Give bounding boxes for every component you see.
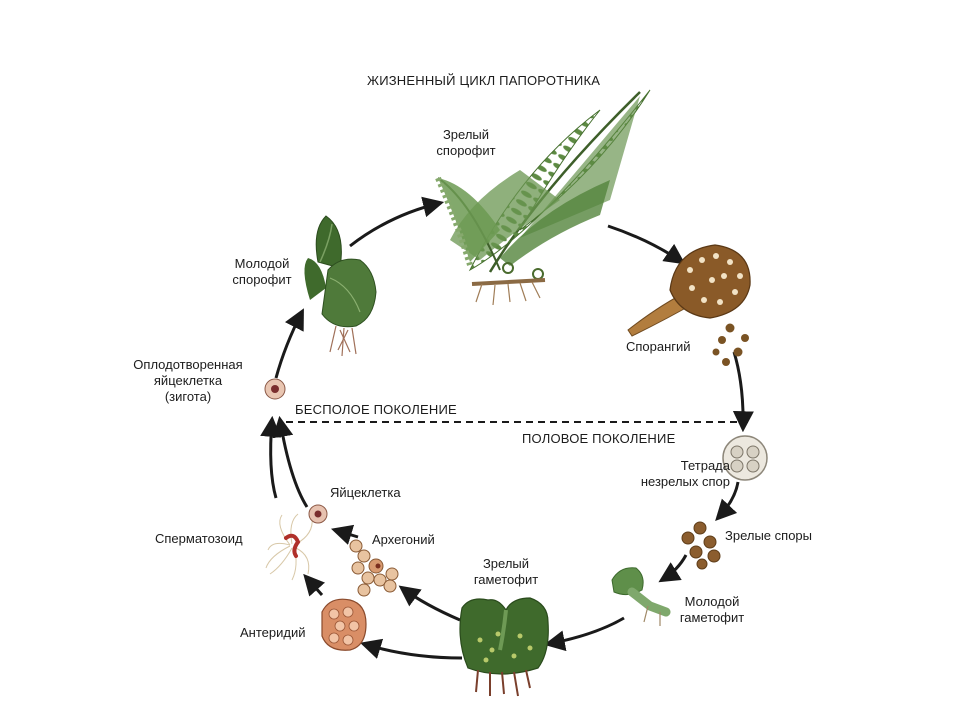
sporangium-illustration bbox=[627, 244, 751, 366]
label-sperm: Сперматозоид bbox=[155, 531, 243, 546]
sperm-illustration bbox=[265, 513, 313, 581]
arrow-gametophyte-to-archegonium bbox=[398, 585, 461, 622]
mature-spores-illustration bbox=[681, 521, 721, 570]
arrow-sporophyte-to-sporangium bbox=[607, 224, 686, 265]
arrow-antheridium-to-sperm bbox=[303, 573, 326, 597]
label-egg: Яйцеклетка bbox=[330, 485, 401, 500]
label-sporangium: Спорангий bbox=[626, 339, 691, 354]
diagram-title: ЖИЗНЕННЫЙ ЦИКЛ ПАПОРОТНИКА bbox=[367, 73, 601, 88]
label-archegonium: Архегоний bbox=[372, 532, 435, 547]
arrow-sporangium-to-tetrad bbox=[732, 351, 754, 433]
arrow-archegonium-to-egg bbox=[330, 524, 359, 545]
young-gametophyte-illustration bbox=[611, 567, 671, 626]
label-tetrad: Тетрада незрелых спор bbox=[640, 458, 730, 489]
zygote-illustration bbox=[264, 378, 286, 400]
arrow-young-to-mature-gametophyte bbox=[543, 616, 625, 652]
arrow-zygote-to-young-sporophyte bbox=[274, 308, 304, 379]
arrow-tetrad-to-mature-spores bbox=[715, 481, 740, 522]
label-mature-spores: Зрелые споры bbox=[725, 528, 812, 543]
mature-gametophyte-illustration bbox=[459, 597, 549, 697]
cycle-arrows bbox=[260, 196, 754, 660]
young-sporophyte-illustration bbox=[304, 215, 377, 357]
arrow-spores-to-young-gametophyte bbox=[658, 554, 688, 583]
label-zygote: Оплодотворенная яйцеклетка (зигота) bbox=[133, 357, 243, 404]
label-antheridium: Антеридий bbox=[240, 625, 306, 640]
arrow-gametophyte-to-antheridium bbox=[359, 638, 463, 660]
label-sexual-generation: ПОЛОВОЕ ПОКОЛЕНИЕ bbox=[522, 431, 676, 446]
arrow-egg-to-zygote bbox=[272, 415, 309, 508]
label-mature-sporophyte: Зрелый спорофит bbox=[436, 127, 496, 158]
mature-sporophyte-illustration bbox=[435, 89, 651, 306]
arrow-young-to-mature-sporophyte bbox=[349, 196, 445, 248]
label-young-gametophyte: Молодой гаметофит bbox=[679, 594, 745, 625]
archegonium-illustration bbox=[349, 539, 399, 597]
label-asexual-generation: БЕСПОЛОЕ ПОКОЛЕНИЕ bbox=[295, 402, 457, 417]
arrow-sperm-to-zygote bbox=[260, 415, 282, 499]
egg-cell-illustration bbox=[308, 504, 328, 524]
tetrad-illustration bbox=[722, 435, 768, 481]
label-young-sporophyte: Молодой спорофит bbox=[232, 256, 292, 287]
antheridium-illustration bbox=[321, 598, 367, 651]
label-mature-gametophyte: Зрелый гаметофит bbox=[473, 556, 539, 587]
